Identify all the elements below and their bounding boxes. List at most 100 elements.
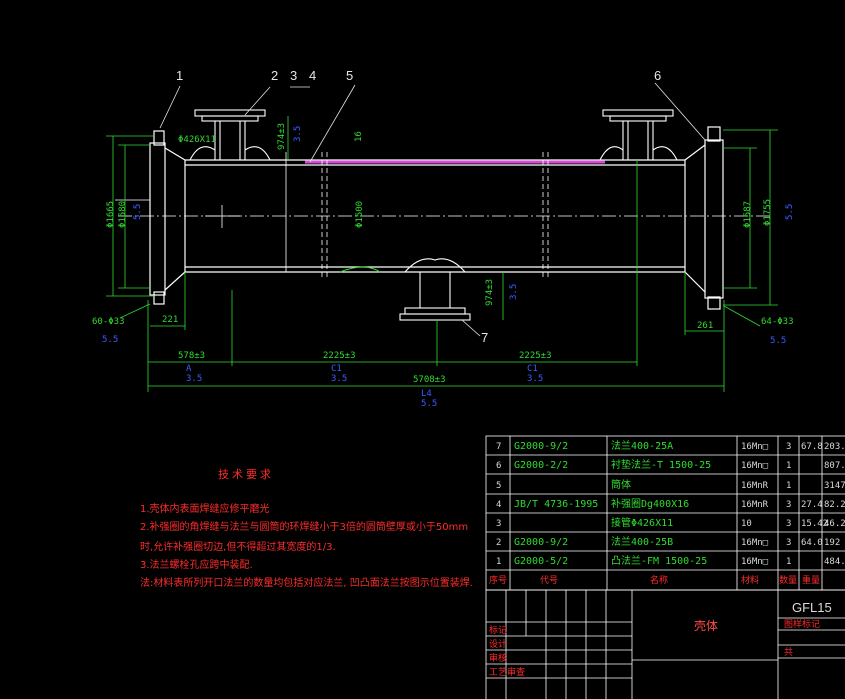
dim-seg2-tag: C1 — [331, 364, 342, 374]
svg-text:2: 2 — [496, 538, 501, 548]
svg-text:数量: 数量 — [779, 574, 797, 586]
svg-text:5: 5 — [496, 481, 501, 491]
svg-text:G2000-9/2: G2000-9/2 — [514, 537, 568, 548]
svg-text:材料: 材料 — [741, 574, 759, 586]
svg-text:3: 3 — [786, 500, 791, 510]
technical-requirements: 技术要求 1.壳体内表面焊缝应修平磨光 2.补强圈的角焊缝与法兰与圆筒的环焊缝小… — [140, 468, 473, 589]
title-block-grid — [485, 589, 845, 699]
svg-text:补强圈Dg400X16: 补强圈Dg400X16 — [611, 497, 689, 510]
svg-text:807.0: 807.0 — [824, 461, 845, 471]
svg-text:6: 6 — [496, 461, 501, 471]
dim-right-ref: 5.5 — [785, 204, 795, 220]
svg-text:1: 1 — [786, 557, 791, 567]
svg-text:G2000-9/2: G2000-9/2 — [514, 441, 568, 452]
svg-text:4: 4 — [496, 500, 501, 510]
svg-text:484.4: 484.4 — [824, 557, 845, 567]
svg-text:10: 10 — [741, 519, 752, 529]
dim-nozzle-ref-top: 3.5 — [293, 126, 303, 142]
svg-text:1: 1 — [786, 461, 791, 471]
bom-rows: 7 G2000-9/2 法兰400-25A 16Mn□ 3 67.8 203.4… — [489, 439, 845, 586]
bom-row: 1 G2000-5/2 凸法兰-FM 1500-25 16Mn□ 1 484.4 — [496, 554, 845, 567]
bom-row: 6 G2000-2/2 衬垫法兰-T 1500-25 16Mn□ 1 807.0 — [496, 458, 845, 471]
title-block: 壳体 GFL15 图样标记 共 标记 设计 审核 工艺审查 — [489, 600, 832, 678]
bom-row: 2 G2000-9/2 法兰400-25B 16Mn□ 3 64.0 192 — [496, 535, 840, 548]
requirement-line-5: 法:材料表所列开口法兰的数量均包括对应法兰, 凹凸面法兰按图示位置装焊. — [140, 576, 473, 589]
nozzle-top-right — [599, 109, 678, 161]
callout-6: 6 — [654, 68, 661, 83]
drawing-number: GFL15 — [792, 600, 832, 615]
callout-3: 3 — [290, 68, 297, 83]
dim-bolt-left-ref: 5.5 — [102, 335, 118, 345]
svg-text:7: 7 — [496, 442, 501, 452]
callouts: 1 2 3 4 5 6 7 — [176, 68, 661, 345]
tb-row-review: 审核 — [489, 652, 507, 664]
svg-text:G2000-5/2: G2000-5/2 — [514, 556, 568, 567]
dim-left-ref: 5.5 — [133, 204, 143, 220]
tb-row-process: 工艺审查 — [489, 666, 525, 678]
svg-text:3: 3 — [786, 519, 791, 529]
dim-seg3: 2225±3 — [519, 351, 552, 361]
svg-text:16Mn□: 16Mn□ — [741, 461, 769, 471]
dim-bolt-left: 60-Φ33 — [92, 317, 125, 327]
nozzle-bottom — [339, 258, 471, 321]
callout-5: 5 — [346, 68, 353, 83]
svg-text:192: 192 — [824, 538, 840, 548]
callout-leaders — [159, 82, 706, 337]
tb-row-mark: 标记 — [489, 624, 507, 636]
svg-text:82.2: 82.2 — [824, 500, 845, 510]
bom-row: 7 G2000-9/2 法兰400-25A 16Mn□ 3 67.8 203.4 — [496, 439, 845, 452]
svg-text:JB/T 4736-1995: JB/T 4736-1995 — [514, 499, 598, 510]
requirement-line-3: 时,允许补强圈切边,但不得超过其宽度的1/3. — [140, 540, 336, 553]
dim-shell-id: Φ1500 — [355, 201, 365, 228]
svg-text:16MnR: 16MnR — [741, 500, 769, 510]
dim-seg1: 578±3 — [178, 351, 205, 361]
sheet-label: 共 — [784, 647, 793, 658]
svg-text:G2000-2/2: G2000-2/2 — [514, 460, 568, 471]
drawing-marks-label: 图样标记 — [784, 618, 820, 630]
dim-right-offset: 261 — [697, 321, 713, 331]
svg-text:64.0: 64.0 — [801, 538, 823, 548]
svg-text:重量: 重量 — [802, 574, 820, 586]
dim-left-id: Φ1580 — [118, 201, 128, 228]
dim-nozzle-ref-bottom: 3.5 — [509, 284, 519, 300]
dim-left-od: Φ1665 — [106, 201, 116, 228]
svg-text:凸法兰-FM 1500-25: 凸法兰-FM 1500-25 — [611, 554, 707, 567]
requirement-line-4: 3.法兰螺栓孔应跨中装配. — [140, 558, 253, 571]
svg-text:3: 3 — [786, 538, 791, 548]
svg-text:27.4: 27.4 — [801, 500, 823, 510]
svg-text:3: 3 — [496, 519, 501, 529]
dim-bolt-right-ref: 5.5 — [770, 336, 786, 346]
callout-4: 4 — [309, 68, 316, 83]
dim-top-mark: 16 — [354, 131, 364, 142]
svg-text:序号: 序号 — [489, 574, 507, 586]
dim-right-od: Φ1755 — [763, 199, 773, 226]
svg-text:46.26: 46.26 — [824, 519, 845, 529]
bom-row: 4 JB/T 4736-1995 补强圈Dg400X16 16MnR 3 27.… — [496, 497, 845, 510]
svg-text:筒体: 筒体 — [611, 478, 631, 491]
svg-text:16Mn□: 16Mn□ — [741, 538, 769, 548]
callout-2: 2 — [271, 68, 278, 83]
svg-text:名称: 名称 — [650, 574, 668, 586]
tb-row-design: 设计 — [489, 638, 507, 650]
dim-seg2: 2225±3 — [323, 351, 356, 361]
dim-nozzle-height-bottom: 974±3 — [485, 279, 495, 306]
svg-text:接管Φ426X11: 接管Φ426X11 — [611, 516, 673, 529]
requirements-title: 技术要求 — [218, 468, 274, 481]
svg-text:203.4: 203.4 — [824, 442, 845, 452]
svg-text:衬垫法兰-T 1500-25: 衬垫法兰-T 1500-25 — [611, 458, 711, 471]
svg-text:16Mn□: 16Mn□ — [741, 557, 769, 567]
dim-total: 5708±3 — [413, 375, 446, 385]
callout-1: 1 — [176, 68, 183, 83]
svg-text:代号: 代号 — [540, 575, 558, 586]
svg-text:法兰400-25A: 法兰400-25A — [611, 439, 673, 452]
dim-bolt-right: 64-Φ33 — [761, 317, 794, 327]
bom-row: 5 筒体 16MnR 1 3147 — [496, 478, 845, 491]
dim-left-offset: 221 — [162, 315, 178, 325]
svg-text:67.8: 67.8 — [801, 442, 823, 452]
bom-row: 3 接管Φ426X11 10 3 15.42 46.26 — [496, 516, 845, 529]
svg-text:3147: 3147 — [824, 481, 845, 491]
dim-seg1-tag: A — [186, 364, 192, 374]
svg-text:16MnR: 16MnR — [741, 481, 769, 491]
svg-text:法兰400-25B: 法兰400-25B — [611, 535, 673, 548]
